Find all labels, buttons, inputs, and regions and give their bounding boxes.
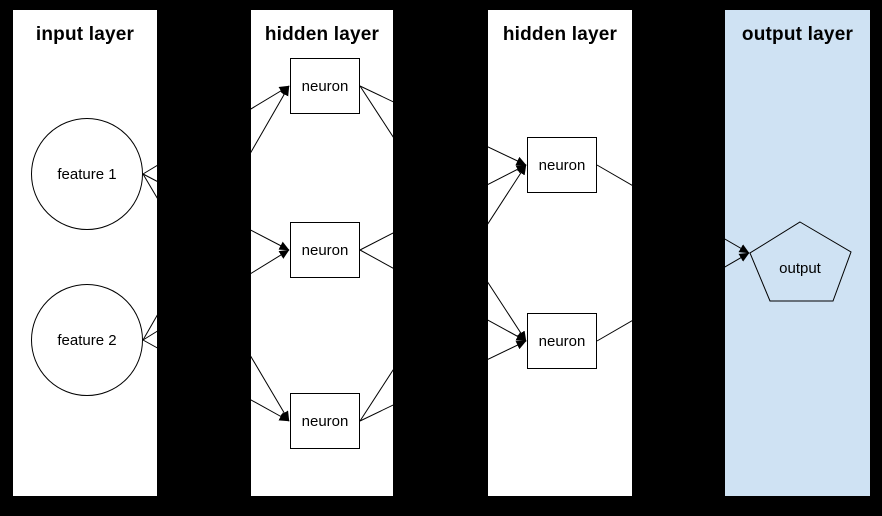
node-feature-2-label: feature 2: [57, 331, 117, 349]
hidden-layer-1-title: hidden layer: [264, 24, 380, 45]
node-hidden1-neuron-1: neuron: [290, 58, 360, 114]
panel-hidden-layer-2: hidden layer: [488, 10, 632, 496]
input-layer-title: input layer: [35, 24, 135, 45]
node-hidden1-neuron-3: neuron: [290, 393, 360, 449]
panel-output-layer: output layer: [725, 10, 870, 496]
node-hidden1-neuron-2: neuron: [290, 222, 360, 278]
node-feature-2: feature 2: [31, 284, 143, 396]
hidden-layer-2-title: hidden layer: [502, 24, 618, 45]
node-hidden2-neuron-1-label: neuron: [538, 156, 586, 174]
node-hidden1-neuron-1-label: neuron: [301, 77, 349, 95]
output-layer-title: output layer: [741, 24, 854, 45]
panel-input-layer: input layer: [13, 10, 157, 496]
connection-arrows: [142, 85, 750, 422]
node-feature-1: feature 1: [31, 118, 143, 230]
node-feature-1-label: feature 1: [57, 165, 117, 183]
node-hidden2-neuron-1: neuron: [527, 137, 597, 193]
node-hidden2-neuron-2: neuron: [527, 313, 597, 369]
node-output-label: output: [779, 260, 821, 277]
node-hidden2-neuron-2-label: neuron: [538, 332, 586, 350]
node-hidden1-neuron-2-label: neuron: [301, 241, 349, 259]
node-hidden1-neuron-3-label: neuron: [301, 412, 349, 430]
